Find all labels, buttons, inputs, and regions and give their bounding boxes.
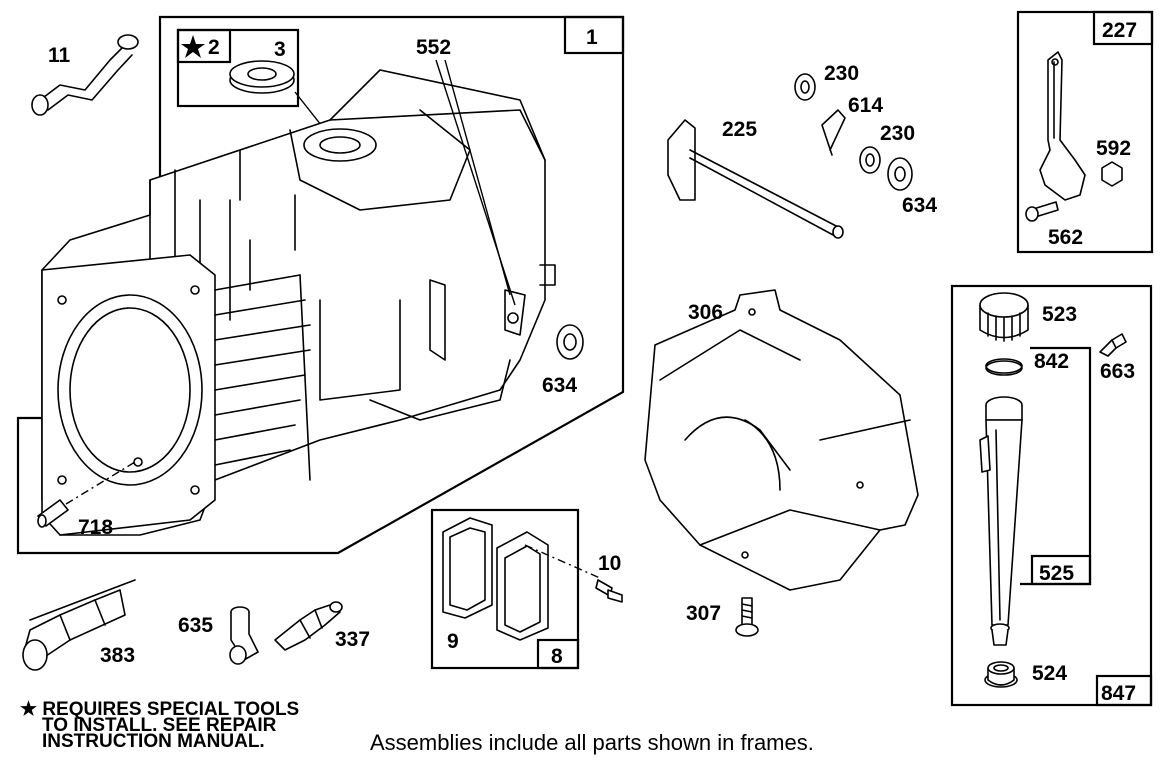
bolt-part-562 [1025,201,1059,222]
label-634-b: 634 [902,194,937,217]
governor-shaft-part-225 [667,119,844,239]
part-2-tag [176,28,232,64]
breather-tube-part-11 [31,34,139,116]
label-524: 524 [1032,662,1067,685]
label-230-b: 230 [880,122,915,145]
label-2: 2 [208,36,220,59]
part-3-frame [176,28,300,108]
spark-plug-boot-part-635 [229,606,259,665]
grommet-part-524 [984,661,1018,688]
seal-part-634-b [887,157,913,191]
assembly-8-tag [536,638,580,670]
washer-part-230-a [794,73,816,101]
dipstick-cap-part-523 [979,292,1029,342]
washer-part-230-b [859,146,881,174]
label-11: 11 [48,44,71,67]
assembly-1-tag [563,15,625,55]
starter-part-383 [22,579,136,671]
engine-block-part-1 [41,69,556,536]
gasket-part-9 [442,517,493,619]
label-1: 1 [586,26,598,49]
assembly-525-frame [1020,346,1092,586]
nut-part-592 [1101,161,1123,187]
o-ring-part-842 [985,358,1023,376]
label-523: 523 [1042,303,1077,326]
special-tools-note: ★ REQUIRES SPECIAL TOOLS TO INSTALL. SEE… [20,699,300,752]
assembly-227-tag [1092,10,1154,46]
dowel-pin-part-718 [37,499,69,528]
spark-plug-part-337 [274,601,343,651]
label-592: 592 [1096,137,1131,160]
assemblies-caption: Assemblies include all parts shown in fr… [370,730,814,755]
label-525: 525 [1039,562,1074,585]
label-635: 635 [178,614,213,637]
assembly-525-tag [1030,554,1092,586]
note-star-icon: ★ [20,699,38,720]
label-718: 718 [78,516,113,539]
label-225: 225 [722,118,757,141]
screw-part-10 [595,579,623,603]
assembly-847-tag [1095,674,1153,707]
assembly-847-frame [950,284,1153,707]
label-227: 227 [1102,19,1137,42]
label-663: 663 [1100,360,1135,383]
air-guide-part-306 [644,289,919,591]
label-230-a: 230 [824,62,859,85]
screw-part-307 [735,597,759,637]
assembly-8-frame [430,508,580,670]
seal-part-3 [229,60,295,94]
dipstick-tube-part-525 [979,396,1023,646]
hairpin-part-614 [821,109,846,156]
label-562: 562 [1048,226,1083,249]
label-307: 307 [686,602,721,625]
label-8: 8 [551,645,563,668]
note-line-1: REQUIRES SPECIAL TOOLS [42,699,300,720]
governor-lever-part-227 [1039,51,1086,201]
note-line-2: TO INSTALL. SEE REPAIR [42,715,277,736]
label-634-a: 634 [542,374,577,397]
breather-part-8 [496,531,549,641]
label-614: 614 [848,94,883,117]
label-9: 9 [447,630,459,653]
label-383: 383 [100,644,135,667]
label-306: 306 [688,301,723,324]
screw-part-663 [1099,333,1127,357]
assembly-227-frame [1016,10,1154,254]
label-842: 842 [1034,350,1069,373]
label-10: 10 [598,552,621,575]
label-552: 552 [416,36,451,59]
label-337: 337 [335,628,370,651]
star-icon [181,35,205,58]
note-line-3: INSTRUCTION MANUAL. [42,731,265,752]
label-3: 3 [274,38,286,61]
seal-part-634 [556,324,584,360]
label-847: 847 [1101,682,1136,705]
